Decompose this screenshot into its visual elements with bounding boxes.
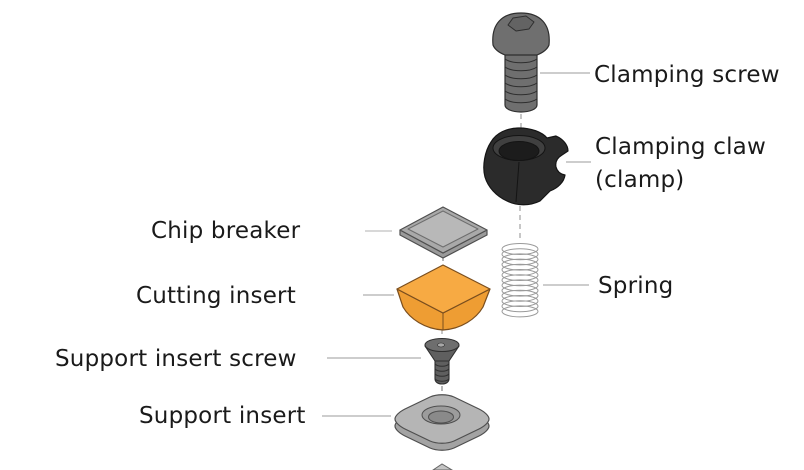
claw-hole [498,141,540,161]
support-insert-screw-graphic [424,337,460,385]
clamping-claw-graphic [483,127,569,206]
screw-hex-socket [507,15,535,32]
spring-graphic [501,243,539,318]
clamping-screw-graphic [492,12,550,113]
claw-front-seam [515,161,520,203]
chip-breaker-top-face [407,210,479,248]
screw-threads [504,58,538,104]
cutting-insert-graphic [396,264,491,331]
chip-breaker-graphic [399,206,488,259]
label-support-insert: Support insert [139,403,306,429]
support-insert-hole-inner [428,410,454,424]
label-clamping-claw: Clamping claw (clamp) [595,131,766,197]
toolholder-tip-fragment [432,463,453,470]
label-chip-breaker: Chip breaker [151,218,301,244]
screw-head [492,12,550,56]
support-screw-threads [434,363,450,382]
leader-lines [322,72,591,417]
label-clamping-screw: Clamping screw [594,62,780,88]
label-clamping-claw-line1: Clamping claw [595,134,766,160]
support-screw-socket [437,342,445,348]
support-insert-graphic [394,394,490,451]
label-support-insert-screw: Support insert screw [55,346,297,372]
label-spring: Spring [598,273,674,299]
label-clamping-claw-line2: (clamp) [595,167,685,193]
cutting-insert-top-face [396,264,491,314]
label-cutting-insert: Cutting insert [136,283,296,309]
screw-shank [504,53,538,113]
